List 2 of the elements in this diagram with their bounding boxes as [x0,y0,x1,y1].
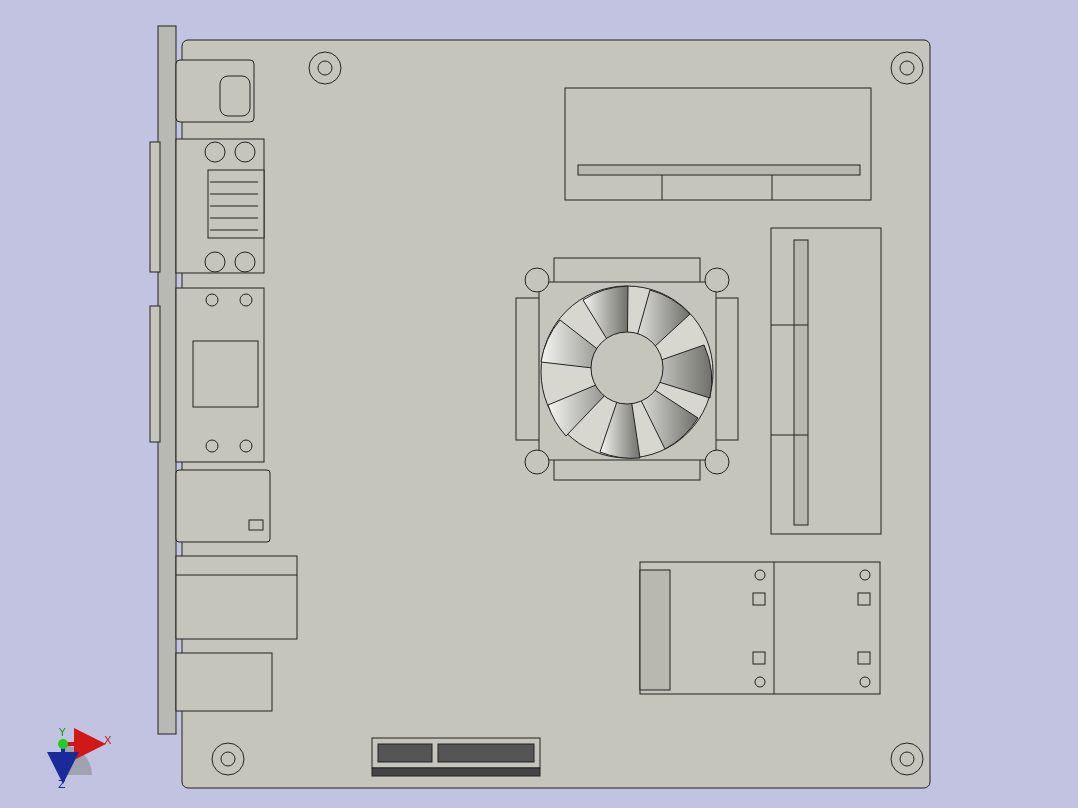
axis-label: Y [59,727,66,738]
axis-label: X [104,735,112,746]
